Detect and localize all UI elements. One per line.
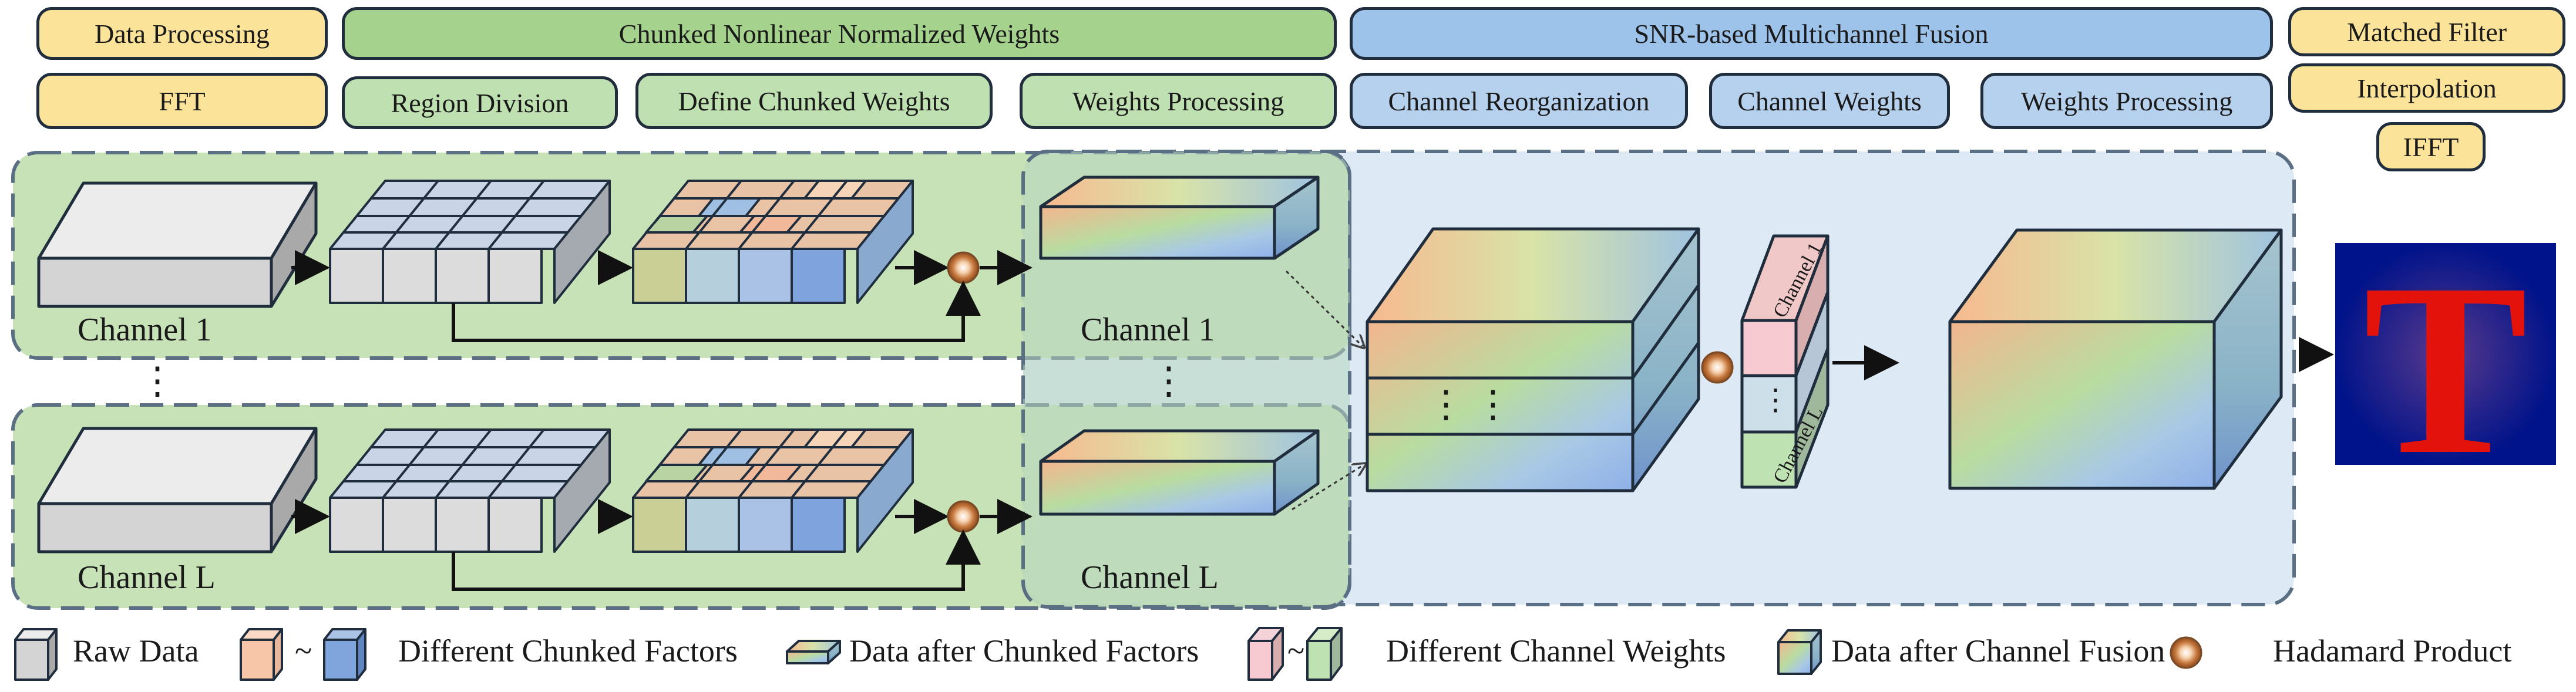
channel-1-raw-label: Channel 1 <box>78 312 212 348</box>
snr-fusion-title: SNR-based Multichannel Fusion <box>1350 7 2273 60</box>
chunked-factors-1 <box>632 180 914 304</box>
ellipsis-left: ⋮ <box>139 360 176 401</box>
channel-weights-column <box>1740 234 1830 489</box>
legend-tilde-1: ~ <box>295 633 312 669</box>
chunked-factors-l <box>632 428 914 553</box>
fused-output-block <box>1948 228 2283 490</box>
channel-stack <box>1366 227 1700 492</box>
chunked-weights-title: Chunked Nonlinear Normalized Weights <box>342 7 1337 60</box>
interpolation-label: Interpolation <box>2288 63 2565 113</box>
weights-processing-label-2: Weights Processing <box>1980 73 2273 129</box>
define-chunked-weights-label: Define Chunked Weights <box>635 73 993 129</box>
ifft-label: IFFT <box>2376 122 2486 171</box>
legend-data-after-channel-fusion: Data after Channel Fusion <box>1831 633 2165 669</box>
legend-tilde-2: ~ <box>1287 633 1305 669</box>
channel-l-out-label: Channel L <box>1081 559 1219 596</box>
fft-label: FFT <box>36 73 328 129</box>
legend-hadamard-icon <box>2170 636 2202 669</box>
weights-dots: ⋮ <box>1761 383 1790 416</box>
hadamard-icon-fusion <box>1701 351 1734 384</box>
channel-l-raw-label: Channel L <box>78 559 216 596</box>
legend-raw-data-icon <box>14 628 58 681</box>
region-grid-l <box>329 428 611 553</box>
channel-1-out-label: Channel 1 <box>1081 312 1215 348</box>
matched-filter-label: Matched Filter <box>2288 7 2565 56</box>
hadamard-icon-l <box>947 500 980 533</box>
raw-data-block-1 <box>37 181 318 308</box>
legend-chunk-blue-icon <box>323 628 366 681</box>
legend-chunked-data-icon <box>786 640 841 664</box>
legend-chunk-orange-icon <box>240 628 283 681</box>
legend-fusion-data-icon <box>1777 629 1822 675</box>
weighted-block-l <box>1039 429 1320 516</box>
ellipsis-mid: ⋮ <box>1150 360 1188 401</box>
data-processing-label: Data Processing <box>36 7 328 60</box>
stack-dots: ⋮ ⋮ <box>1427 383 1512 425</box>
legend-different-channel-weights: Different Channel Weights <box>1386 633 1726 669</box>
channel-weights-label: Channel Weights <box>1709 73 1950 129</box>
result-letter: T <box>2363 232 2528 505</box>
weights-processing-label-1: Weights Processing <box>1020 73 1337 129</box>
legend-weight-pink-icon <box>1247 627 1284 681</box>
weighted-block-1 <box>1039 175 1320 260</box>
legend-weight-green-icon <box>1306 627 1343 681</box>
raw-data-block-l <box>37 427 318 553</box>
result-image <box>2335 243 2556 465</box>
legend-raw-data: Raw Data <box>73 633 199 669</box>
region-division-label: Region Division <box>342 76 618 129</box>
legend-data-after-chunked-factors: Data after Chunked Factors <box>849 633 1199 669</box>
legend-hadamard-product: Hadamard Product <box>2273 633 2512 669</box>
legend-different-chunked-factors: Different Chunked Factors <box>398 633 738 669</box>
region-grid-1 <box>329 180 611 304</box>
hadamard-icon-1 <box>947 251 980 284</box>
channel-reorganization-label: Channel Reorganization <box>1350 73 1688 129</box>
